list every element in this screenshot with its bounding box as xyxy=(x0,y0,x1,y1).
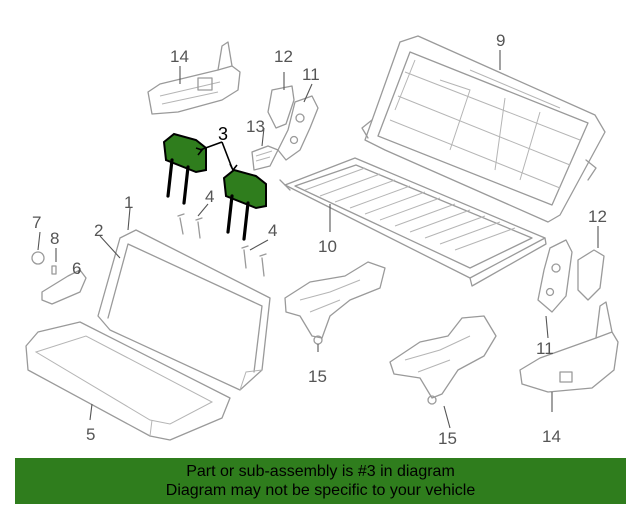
callout-3: 3 xyxy=(218,124,228,144)
seat-cushion xyxy=(25,321,231,441)
callout-14-upper: 14 xyxy=(170,47,189,66)
callout-12-right: 12 xyxy=(588,207,607,226)
callout-13: 13 xyxy=(246,117,265,136)
seat-riser-right xyxy=(389,315,497,405)
callout-11-left: 11 xyxy=(302,65,320,84)
hinge-bracket-left xyxy=(251,85,319,171)
side-trim-panel-lower xyxy=(519,301,619,393)
callout-12-left: 12 xyxy=(274,47,293,66)
seat-cushion-frame xyxy=(279,157,547,287)
callout-15-left: 15 xyxy=(308,367,327,386)
side-trim-panel-upper xyxy=(147,41,241,115)
leader-lines xyxy=(37,50,599,429)
callout-2: 2 xyxy=(94,221,103,240)
callout-8: 8 xyxy=(50,229,59,248)
clip-parts xyxy=(31,251,57,275)
bolts xyxy=(177,213,267,277)
hinge-bracket-right xyxy=(537,239,605,313)
callout-5: 5 xyxy=(86,425,95,444)
seat-back-frame xyxy=(361,35,606,223)
info-banner: Part or sub-assembly is #3 in diagram Di… xyxy=(15,458,626,504)
banner-line-disclaimer: Diagram may not be specific to your vehi… xyxy=(165,482,476,499)
banner-line-part: Part or sub-assembly is #3 in diagram xyxy=(186,463,455,480)
seat-back-cushion xyxy=(97,229,271,391)
callout-4-upper: 4 xyxy=(205,187,214,206)
callout-14-lower: 14 xyxy=(542,427,561,446)
callout-7: 7 xyxy=(32,213,41,232)
parts-diagram: 1 2 3 4 4 5 6 7 8 9 10 11 11 12 12 13 14… xyxy=(25,31,619,448)
headrest-highlighted[interactable] xyxy=(162,132,267,241)
callout-4-lower: 4 xyxy=(268,221,277,240)
callout-1: 1 xyxy=(124,193,133,212)
callout-11-right: 11 xyxy=(536,339,554,358)
callout-numbers: 1 2 3 4 4 5 6 7 8 9 10 11 11 12 12 13 14… xyxy=(32,31,607,448)
callout-10: 10 xyxy=(318,237,337,256)
callout-6: 6 xyxy=(72,259,81,278)
callout-9: 9 xyxy=(496,31,505,50)
seat-riser-left xyxy=(284,261,386,345)
callout-15-right: 15 xyxy=(438,429,457,448)
armrest xyxy=(41,269,87,305)
